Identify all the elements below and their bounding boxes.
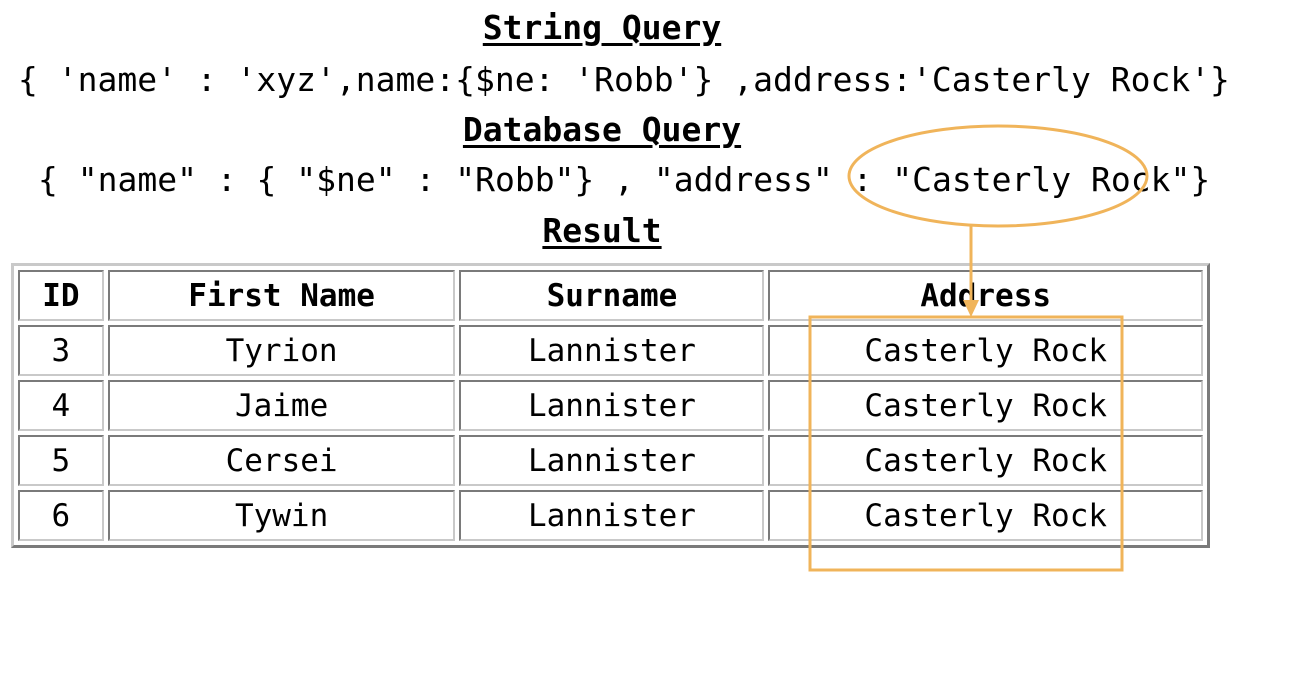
string-query-text: { 'name' : 'xyz',name:{$ne: 'Robb'} ,add… — [18, 60, 1230, 99]
column-header-id: ID — [18, 270, 104, 321]
database-query-text: { "name" : { "$ne" : "Robb"} , "address"… — [38, 160, 1211, 199]
cell-id: 3 — [18, 325, 104, 376]
table-row: 5 Cersei Lannister Casterly Rock — [18, 435, 1203, 486]
cell-address: Casterly Rock — [768, 325, 1203, 376]
cell-address: Casterly Rock — [768, 490, 1203, 541]
result-table: ID First Name Surname Address 3 Tyrion L… — [11, 263, 1210, 548]
table-row: 6 Tywin Lannister Casterly Rock — [18, 490, 1203, 541]
table-header-row: ID First Name Surname Address — [18, 270, 1203, 321]
table-row: 3 Tyrion Lannister Casterly Rock — [18, 325, 1203, 376]
cell-surname: Lannister — [459, 490, 765, 541]
database-query-heading: Database Query — [462, 110, 742, 149]
column-header-surname: Surname — [459, 270, 765, 321]
string-query-heading: String Query — [482, 8, 722, 47]
cell-id: 5 — [18, 435, 104, 486]
cell-first-name: Tyrion — [107, 325, 456, 376]
cell-first-name: Jaime — [107, 380, 456, 431]
column-header-address: Address — [768, 270, 1203, 321]
cell-address: Casterly Rock — [768, 380, 1203, 431]
cell-address: Casterly Rock — [768, 435, 1203, 486]
cell-id: 6 — [18, 490, 104, 541]
cell-id: 4 — [18, 380, 104, 431]
table-row: 4 Jaime Lannister Casterly Rock — [18, 380, 1203, 431]
cell-first-name: Tywin — [107, 490, 456, 541]
cell-surname: Lannister — [459, 435, 765, 486]
result-heading: Result — [542, 211, 662, 250]
cell-surname: Lannister — [459, 380, 765, 431]
column-header-first-name: First Name — [107, 270, 456, 321]
cell-first-name: Cersei — [107, 435, 456, 486]
cell-surname: Lannister — [459, 325, 765, 376]
